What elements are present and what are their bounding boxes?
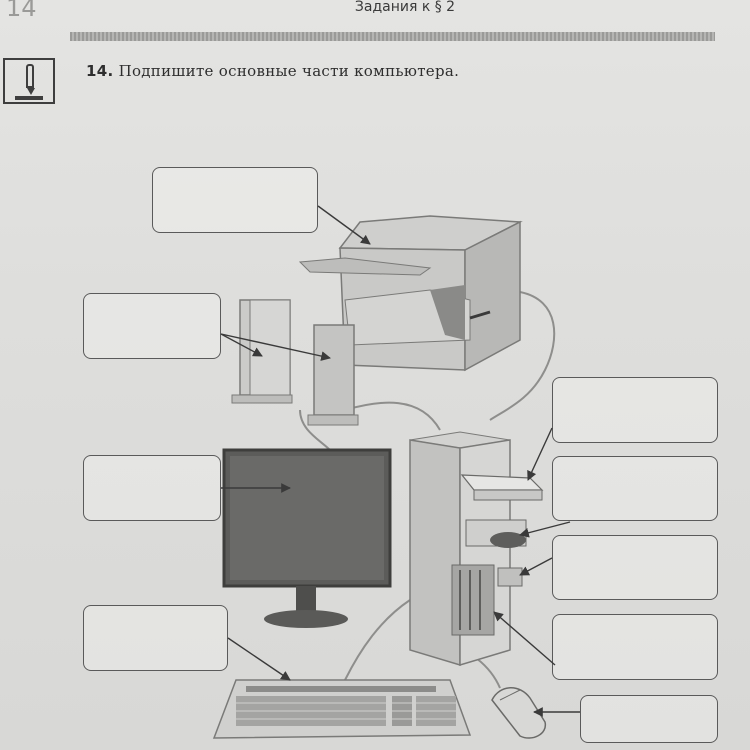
task-heading: 14. Подпишите основные части компьютера.	[86, 62, 459, 80]
writing-task-icon	[3, 58, 55, 104]
task-instruction: Подпишите основные части компьютера.	[118, 62, 460, 80]
cables	[299, 291, 556, 689]
mouse-icon	[491, 687, 547, 739]
printer-icon	[298, 215, 523, 372]
running-header: Задания к § 2	[354, 0, 456, 15]
speakers-icon	[231, 299, 359, 426]
system-unit-icon	[409, 431, 544, 667]
label-box-printer[interactable]	[152, 167, 318, 233]
monitor-icon	[222, 448, 392, 628]
page-number: 14	[6, 0, 37, 22]
label-box-mouse[interactable]	[580, 695, 718, 743]
label-box-floppy-drive[interactable]	[552, 456, 718, 521]
pointer-arrows	[220, 205, 580, 717]
task-number: 14.	[86, 62, 114, 80]
label-box-monitor[interactable]	[83, 455, 221, 521]
header-divider	[70, 32, 715, 41]
label-box-optical-drive[interactable]	[552, 377, 718, 443]
label-box-front-panel[interactable]	[552, 535, 718, 600]
label-box-speakers[interactable]	[83, 293, 221, 359]
keyboard-icon	[212, 679, 472, 739]
label-box-system-unit[interactable]	[552, 614, 718, 680]
label-box-keyboard[interactable]	[83, 605, 228, 671]
